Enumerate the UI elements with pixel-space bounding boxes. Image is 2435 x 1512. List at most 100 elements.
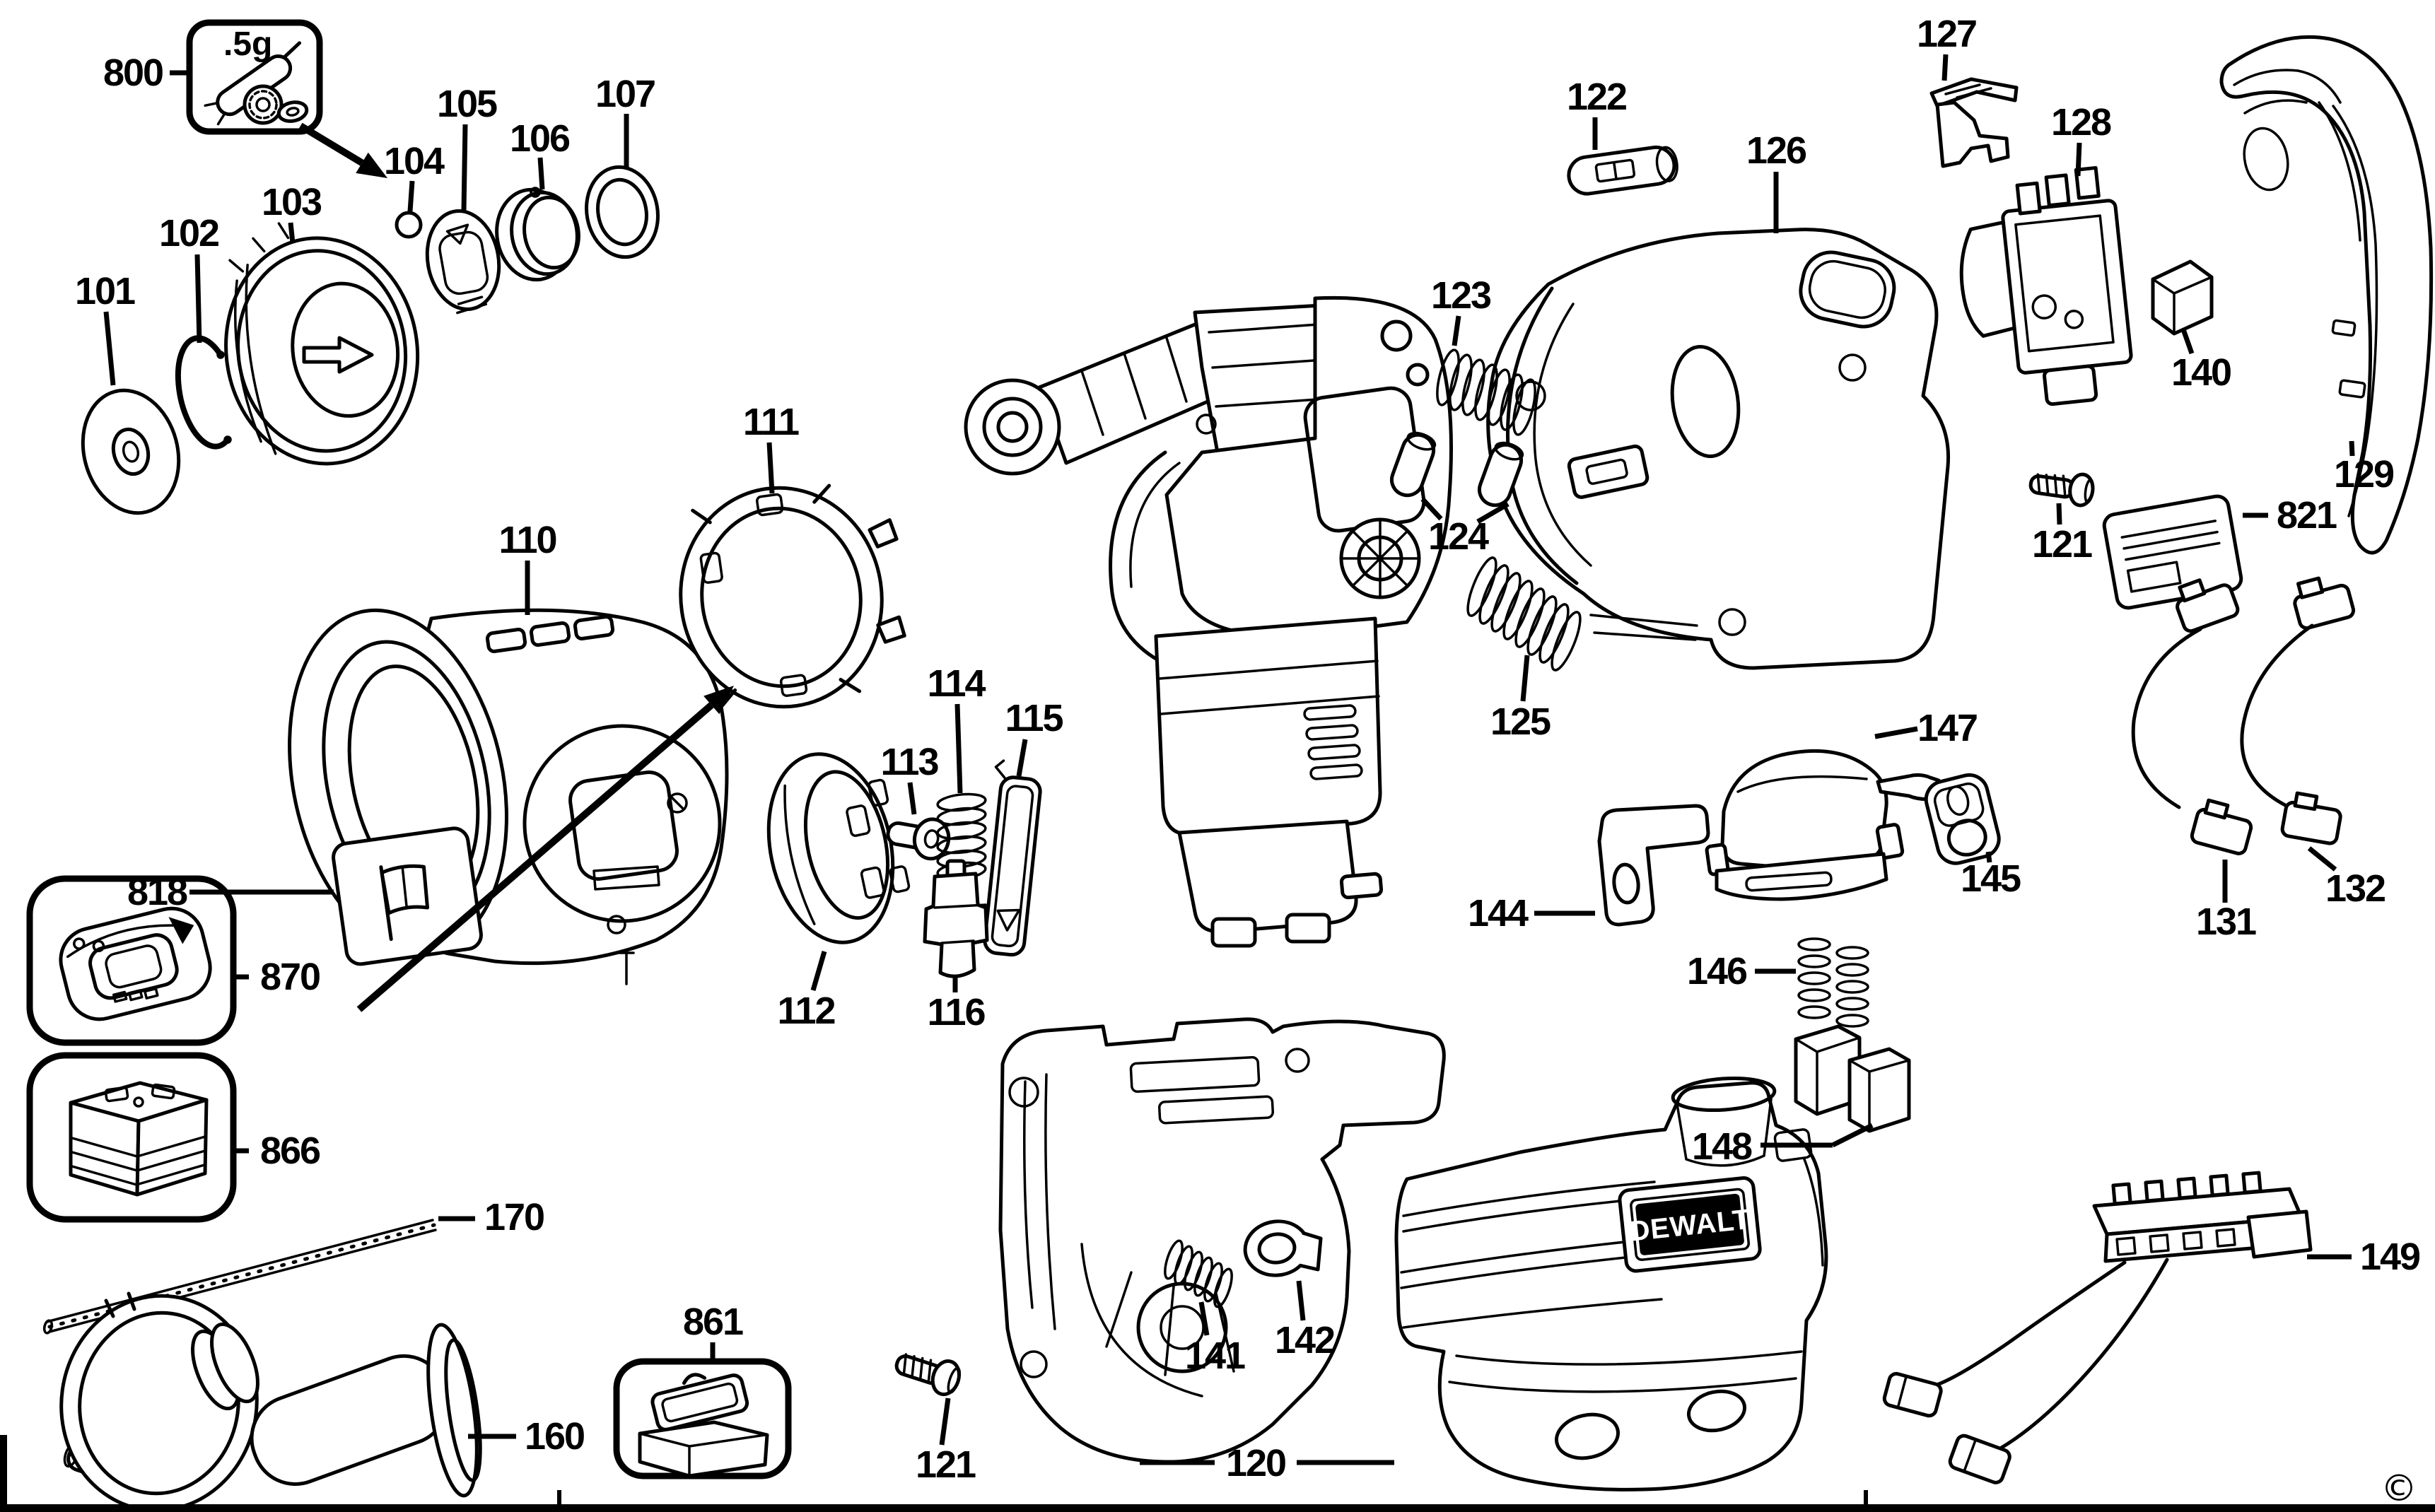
- callout-label-103: 103: [262, 181, 322, 223]
- callout-label-101: 101: [75, 270, 135, 312]
- battery-icon: [69, 1081, 209, 1197]
- part-145-lever: [1876, 773, 2001, 865]
- callout-label-110: 110: [498, 519, 556, 561]
- part-120-dewalt-clamshell: DEWALT: [1394, 1076, 1828, 1492]
- part-103-collar: [224, 222, 420, 466]
- callout-label-818: 818: [127, 871, 187, 913]
- leader-line-115: [1016, 739, 1028, 777]
- part-121-screw: [894, 1353, 961, 1397]
- brand-plate: DEWALT: [1618, 1176, 1762, 1273]
- part-160-side-handle: [59, 1291, 482, 1512]
- callout-label-141: 141: [1185, 1335, 1245, 1377]
- callout-label-114: 114: [927, 662, 986, 705]
- part-140-brush: [2151, 259, 2214, 336]
- part-112-knob: [766, 752, 911, 944]
- kitbox-box: [613, 1358, 792, 1479]
- callout-label-821: 821: [2277, 494, 2337, 537]
- leader-line-124: [1420, 497, 1443, 521]
- leader-line-148: [1831, 1123, 1874, 1148]
- callout-label-122: 122: [1567, 76, 1626, 118]
- callout-label-121: 121: [2032, 523, 2092, 565]
- leader-line-102: [194, 254, 202, 344]
- leader-line-105: [461, 124, 468, 211]
- part-122-pin: [1567, 145, 1678, 196]
- callout-label-146: 146: [1687, 950, 1747, 992]
- callout-label-128: 128: [2051, 101, 2111, 143]
- part-106-ring: [495, 187, 580, 282]
- callout-label-123: 123: [1431, 274, 1491, 317]
- callout-label-107: 107: [595, 73, 655, 115]
- callout-label-115: 115: [1005, 697, 1063, 739]
- part-149-terminal-harness: [1882, 1171, 2313, 1484]
- callout-label-125: 125: [1490, 701, 1551, 743]
- part-111-lock-ring: [679, 484, 906, 709]
- leader-line-106: [537, 157, 545, 190]
- kitbox-icon: [638, 1373, 769, 1478]
- leader-line-123: [1452, 315, 1461, 346]
- part-821-nameplate: [2102, 494, 2243, 610]
- leader-line-147: [1874, 726, 1918, 739]
- callout-layer: 8001011021031041051061071101118188708661…: [75, 13, 2422, 1486]
- callout-label-113: 113: [880, 741, 938, 783]
- callout-label-142: 142: [1275, 1319, 1334, 1361]
- callout-label-104: 104: [384, 140, 445, 182]
- callout-label-126: 126: [1746, 129, 1806, 172]
- pointer-arrow-line: [356, 702, 714, 1012]
- leader-line-141: [1198, 1301, 1210, 1336]
- part-127-bracket: [1929, 77, 2019, 168]
- battery-kit-box: [26, 1052, 237, 1223]
- callout-label-148: 148: [1692, 1125, 1752, 1168]
- callout-label-102: 102: [159, 212, 218, 254]
- gearbox-motor-assembly: [964, 295, 1453, 948]
- part-132-wire: [2240, 576, 2356, 845]
- part-116-plunger: [923, 859, 989, 978]
- pointer-arrowhead-icon: [356, 152, 387, 178]
- callout-label-132: 132: [2325, 867, 2385, 910]
- part-141-spring: [1164, 1239, 1233, 1308]
- leader-line-142: [1296, 1280, 1306, 1321]
- leader-line-121: [2056, 503, 2062, 525]
- grease-amount-text: .5g: [223, 25, 272, 63]
- callout-label-112: 112: [777, 990, 834, 1032]
- charger-icon: [59, 906, 212, 1021]
- part-102-snap-ring: [175, 335, 232, 450]
- part-115-slider: [983, 759, 1042, 957]
- part-818-label: [332, 826, 483, 966]
- callout-label-866: 866: [260, 1130, 320, 1172]
- part-105-cap: [425, 209, 501, 315]
- callout-label-111: 111: [743, 401, 799, 443]
- callout-label-144: 144: [1468, 892, 1529, 934]
- pointer-arrowhead-icon: [703, 686, 734, 715]
- leader-line-103: [288, 222, 296, 244]
- grease-tube-icon: [204, 41, 309, 126]
- callout-label-105: 105: [437, 83, 497, 125]
- callout-label-129: 129: [2334, 453, 2394, 496]
- callout-label-140: 140: [2171, 351, 2231, 394]
- callout-label-870: 870: [260, 956, 320, 998]
- part-131-wire: [2131, 578, 2253, 855]
- leader-line-101: [103, 311, 116, 386]
- part-146-springs: [1797, 937, 1869, 1028]
- part-125-spring: [1466, 556, 1582, 672]
- part-101-washer: [81, 388, 181, 515]
- leader-line-111: [766, 442, 775, 494]
- callout-label-124: 124: [1428, 515, 1489, 558]
- leader-line-124: [1476, 501, 1510, 524]
- part-129-handle-cover: [2219, 35, 2434, 555]
- callout-label-127: 127: [1917, 13, 1976, 55]
- leader-line-128: [2075, 142, 2082, 177]
- pointer-arrow-line: [298, 122, 364, 166]
- part-110-front-housing: [288, 608, 729, 985]
- leader-line-113: [907, 782, 917, 815]
- part-121-screw: [2028, 472, 2095, 508]
- part-104-ball: [395, 211, 423, 239]
- molded-arrow-icon: [302, 336, 374, 374]
- leader-line-127: [1941, 54, 1949, 81]
- leader-line-140: [2180, 328, 2195, 355]
- callout-label-160: 160: [525, 1415, 584, 1458]
- callout-label-800: 800: [103, 52, 163, 94]
- part-144-lever: [1597, 804, 1710, 927]
- callout-label-116: 116: [927, 991, 985, 1033]
- charger-kit-box: [26, 875, 237, 1046]
- callout-label-170: 170: [484, 1196, 544, 1238]
